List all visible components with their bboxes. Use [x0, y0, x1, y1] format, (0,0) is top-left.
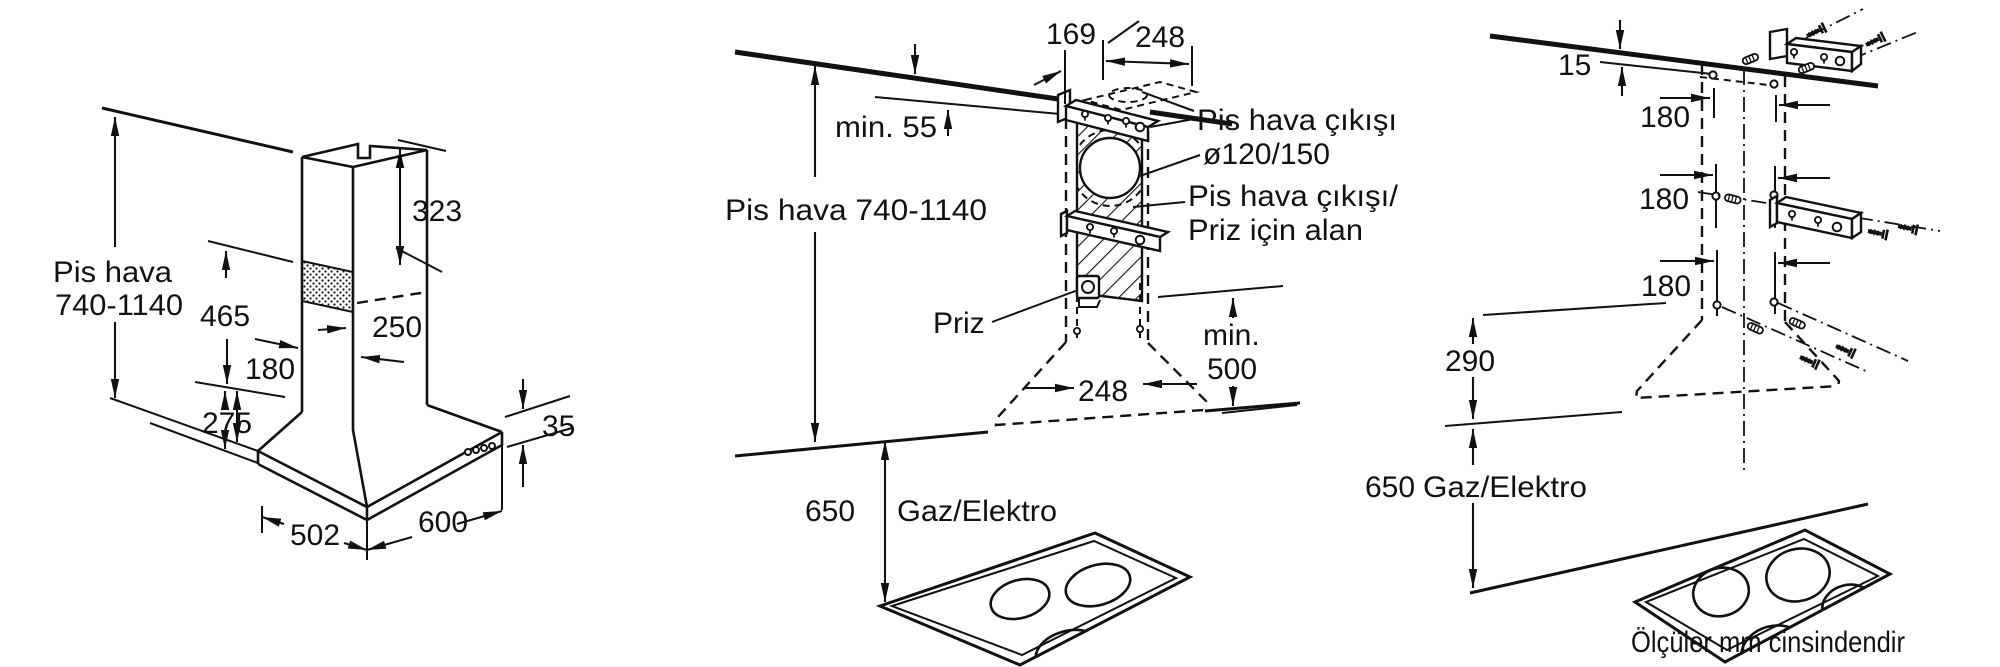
label-outlet: Pis hava çıkışı	[1197, 104, 1397, 137]
label-area-2: Priz için alan	[1188, 214, 1363, 247]
dim-35: 35	[504, 379, 575, 487]
svg-text:180: 180	[1639, 183, 1689, 216]
power-socket-icon	[1075, 274, 1101, 300]
dim-650-right: 650 Gaz/Elektro	[1365, 429, 1587, 588]
drill-hole	[1712, 300, 1722, 310]
dim-180: 180	[232, 353, 295, 442]
dim-180-rows: 180 180 180	[1639, 93, 1830, 303]
control-buttons	[464, 442, 496, 456]
wall-plug-icon	[1745, 320, 1765, 336]
right-view-drilling-template: 15 180 180 180	[1365, 8, 1941, 664]
dim-min55: min. 55	[835, 44, 953, 144]
drill-hole	[1769, 297, 1779, 307]
drill-hole	[1769, 79, 1779, 89]
mounting-bracket-top	[1056, 88, 1162, 143]
label-socket: Priz	[933, 307, 985, 340]
mounting-bracket	[1768, 27, 1789, 61]
svg-text:Pis hava 740-1140: Pis hava 740-1140	[725, 194, 987, 227]
dim-290: 290	[1444, 302, 1667, 427]
svg-text:290: 290	[1445, 345, 1495, 378]
wall-bottom-line	[1469, 502, 1869, 595]
svg-text:180: 180	[1640, 101, 1690, 134]
left-view-hood-dimensions: Pis hava 740-1140 323 465 180	[53, 106, 575, 560]
screw-icon	[1805, 23, 1827, 41]
svg-text:275: 275	[202, 407, 252, 440]
chimney-duct	[300, 142, 429, 430]
callout-labels: Pis hava çıkışı ø120/150 Pis hava çıkışı…	[933, 91, 1399, 340]
wall-top-line	[734, 49, 1066, 103]
svg-text:180: 180	[1641, 270, 1691, 303]
dim-248-top: 248	[1102, 20, 1193, 86]
telescopic-vent-band	[301, 259, 354, 314]
top-plate-dashed	[1081, 80, 1200, 112]
svg-text:600: 600	[418, 506, 468, 539]
height-range-dimension: Pis hava 740-1140	[53, 117, 259, 452]
svg-text:500: 500	[1207, 353, 1257, 386]
dim-275: 275	[149, 391, 259, 464]
svg-text:Gaz/Elektro: Gaz/Elektro	[897, 495, 1057, 528]
svg-text:Gaz/Elektro: Gaz/Elektro	[1423, 471, 1587, 504]
svg-text:650: 650	[1365, 471, 1415, 504]
dim-15: 15	[1558, 20, 1713, 96]
service-area-hatched	[1075, 120, 1144, 308]
screw-icon	[1894, 218, 1920, 238]
burner	[1064, 562, 1132, 608]
height-range-label-1: Pis hava	[53, 256, 172, 289]
units-note: Ölçüler mm cinsindendir	[1631, 626, 1905, 659]
burner	[1821, 583, 1875, 629]
dim-650-middle: 650 Gaz/Elektro	[805, 441, 1057, 602]
dim-323: 323	[395, 139, 462, 273]
middle-view-wall-clearances: Pis hava 740-1140 min. 55 169 248 Pis ha…	[725, 18, 1399, 667]
burner	[989, 577, 1051, 621]
ceiling-line	[101, 106, 294, 154]
duct-hole	[1078, 136, 1142, 200]
burner	[1034, 628, 1102, 665]
hardware-middle	[1697, 191, 1941, 243]
label-outlet-diameter: ø120/150	[1203, 138, 1330, 171]
wall-plug-icon	[1723, 192, 1743, 206]
wall-bottom-line	[734, 401, 1301, 458]
svg-text:180: 180	[245, 353, 295, 386]
screw-icon	[1831, 338, 1858, 361]
cooktop-middle	[875, 531, 1194, 667]
dim-min500: min. 500	[1157, 285, 1298, 414]
svg-text:169: 169	[1046, 18, 1096, 51]
screw-icon	[1864, 223, 1890, 243]
hood-outline-dashed	[1634, 319, 1841, 400]
drill-hole	[1708, 70, 1718, 80]
svg-text:650: 650	[805, 495, 855, 528]
wall-top-line	[1489, 33, 1879, 89]
dim-250: 250	[254, 311, 422, 364]
label-area-1: Pis hava çıkışı/	[1188, 180, 1399, 213]
hood-outline-dashed	[994, 341, 1208, 427]
dim-465: 465	[194, 240, 294, 398]
svg-text:min. 55: min. 55	[835, 111, 937, 144]
svg-text:15: 15	[1558, 49, 1591, 82]
svg-text:250: 250	[372, 311, 422, 344]
keyhole-icon	[1073, 326, 1081, 339]
dim-502: 502	[261, 506, 368, 560]
wall-plug-icon	[1740, 51, 1761, 67]
height-range-label-2: 740-1140	[55, 289, 183, 322]
burner	[1691, 566, 1751, 618]
hardware-bottom	[1721, 302, 1909, 373]
dim-height-range: Pis hava 740-1140	[725, 66, 987, 442]
svg-text:min.: min.	[1203, 319, 1260, 352]
dim-169: 169	[1033, 18, 1096, 104]
dim-248-bottom: 248	[1024, 375, 1197, 408]
svg-text:502: 502	[290, 519, 340, 552]
svg-text:248: 248	[1078, 375, 1128, 408]
hardware-top	[1740, 8, 1921, 76]
keyhole-icon	[1136, 324, 1144, 337]
svg-text:465: 465	[200, 300, 250, 333]
burner	[1765, 547, 1831, 603]
duct-notch	[301, 142, 428, 160]
svg-text:35: 35	[542, 410, 575, 443]
hood-canopy	[256, 403, 504, 522]
svg-text:248: 248	[1135, 21, 1185, 54]
svg-text:323: 323	[412, 195, 462, 228]
dim-600: 600	[366, 435, 503, 552]
mounting-bracket-middle	[1059, 209, 1172, 253]
